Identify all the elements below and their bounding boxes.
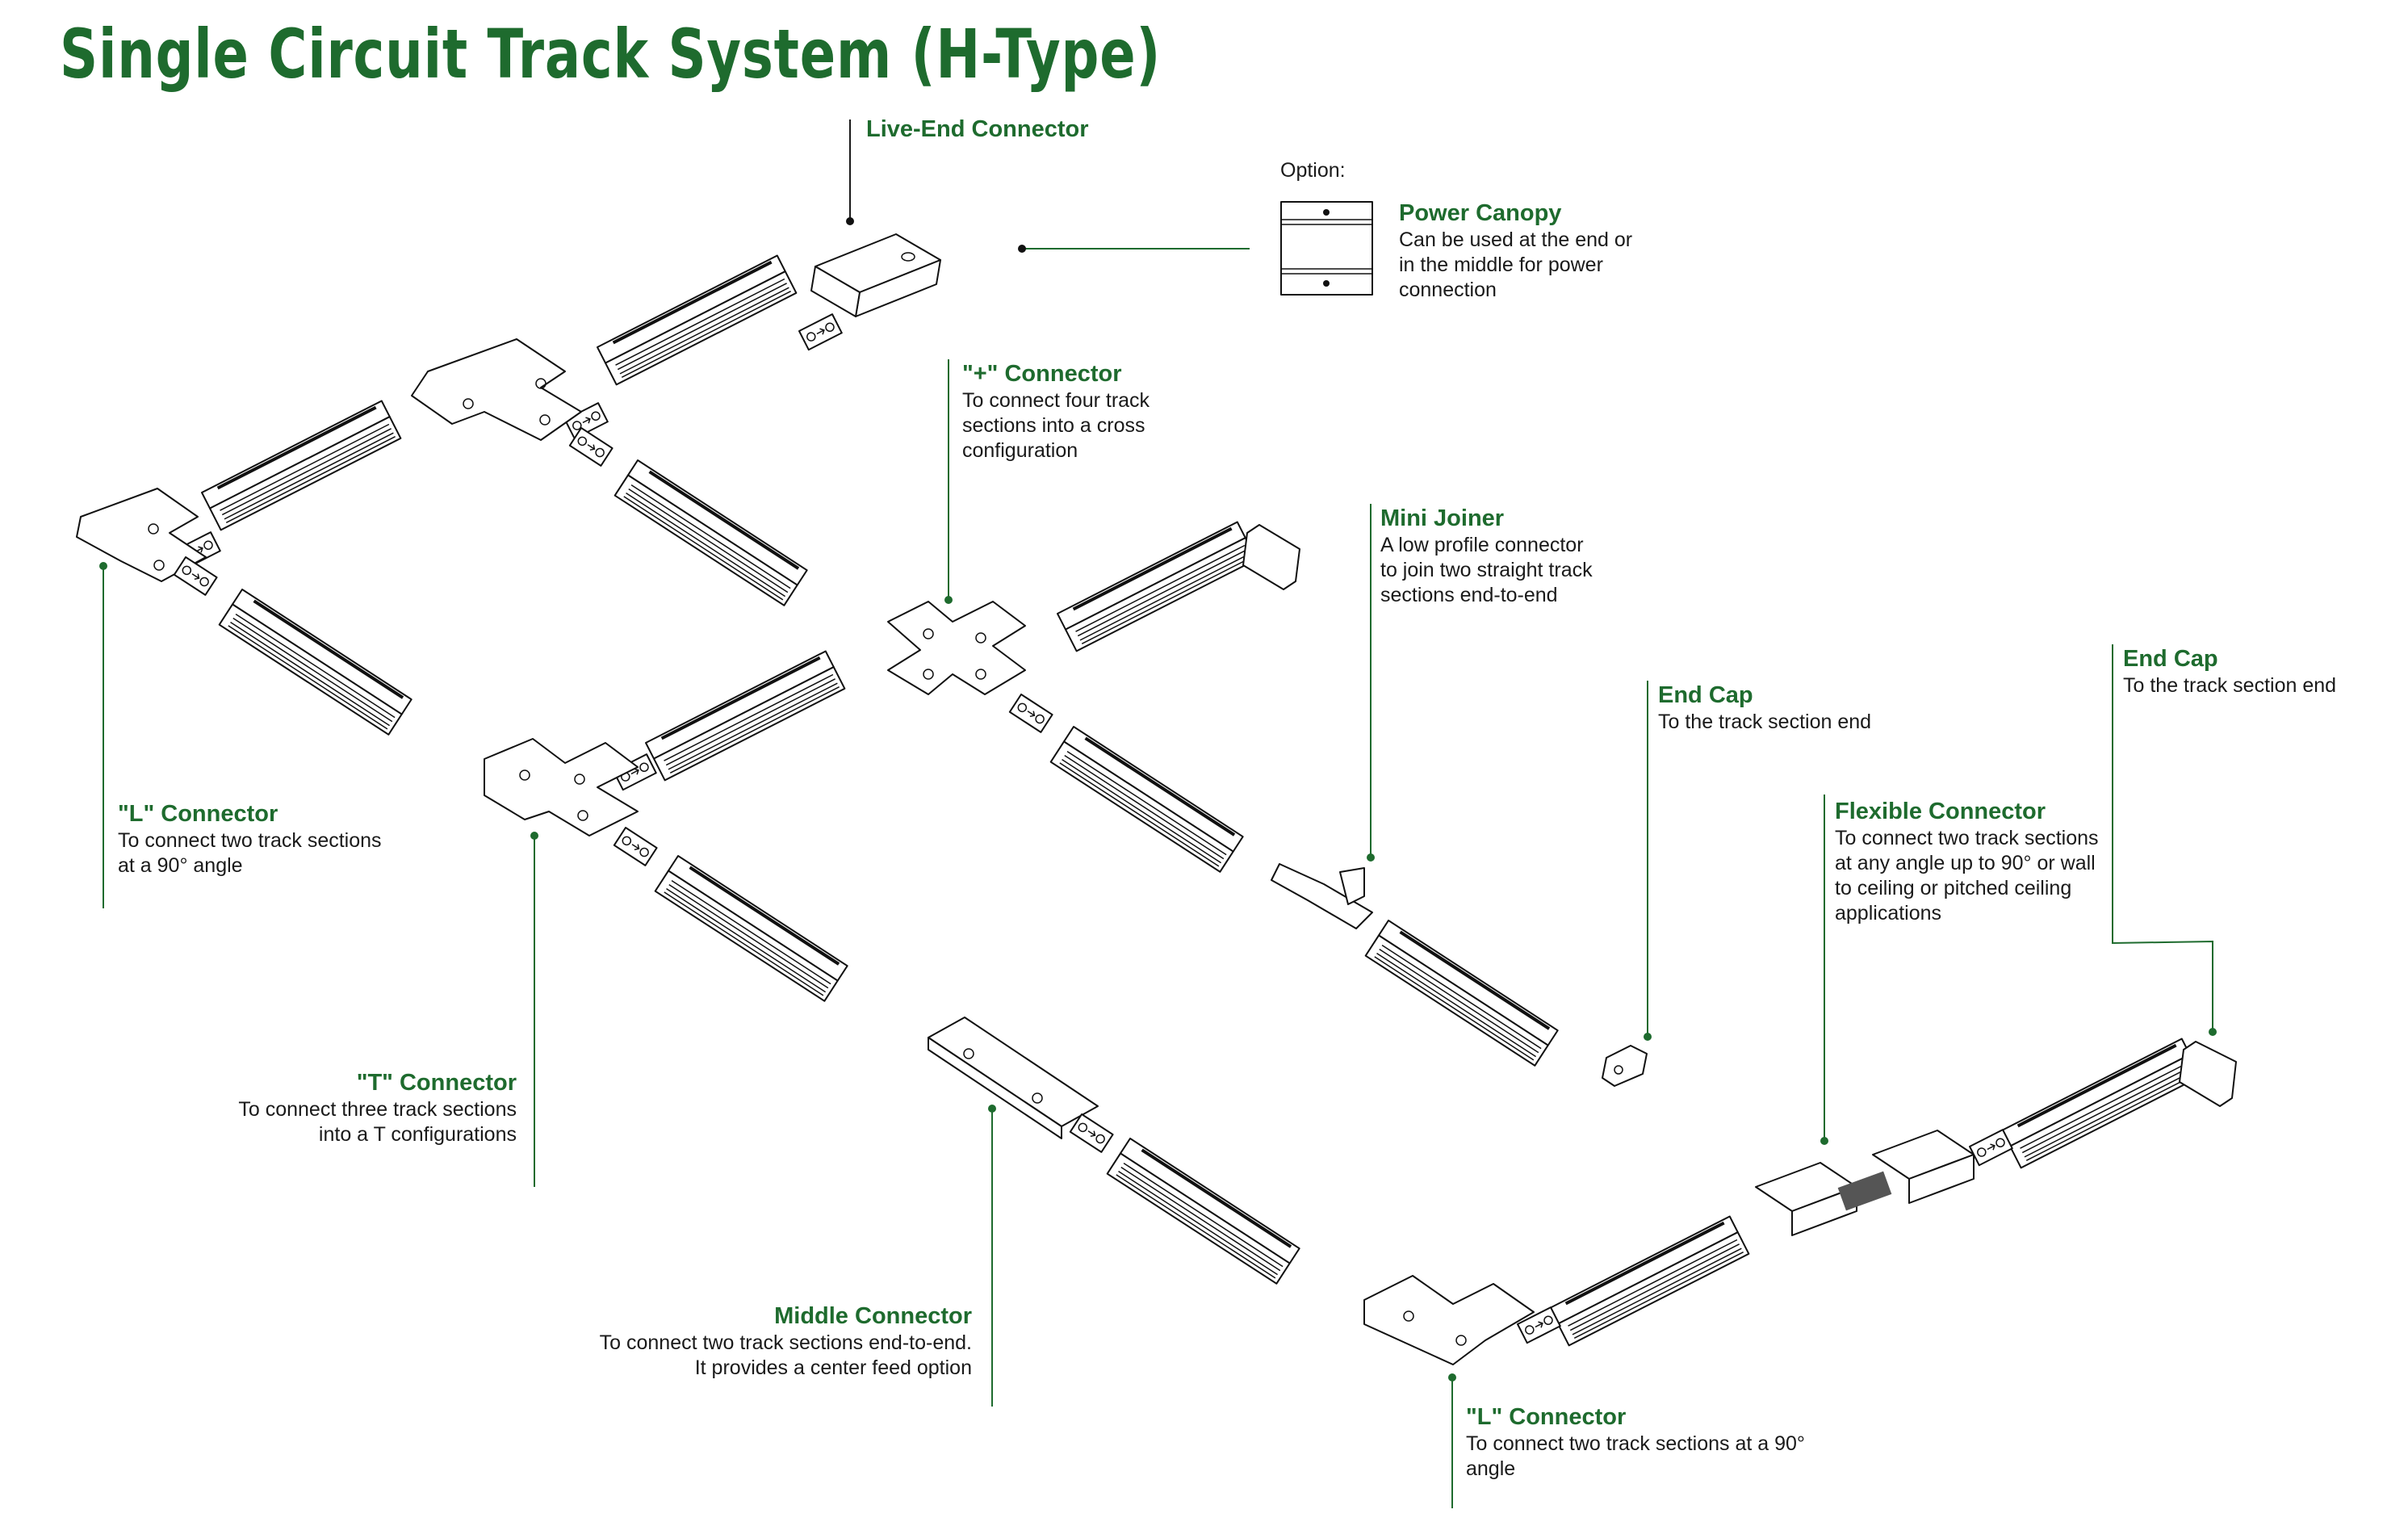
- label-flexible-connector: Flexible Connector To connect two track …: [1835, 797, 2099, 926]
- label-end-cap-2: End Cap To the track section end: [2123, 644, 2336, 698]
- flex-ribbon: [1837, 1171, 1892, 1211]
- plug: [1069, 1113, 1114, 1153]
- component-desc-line: To connect three track sections: [238, 1098, 517, 1121]
- component-desc-line: To connect two track sections: [1835, 827, 2099, 849]
- track-bottom-right-2: [2000, 1037, 2203, 1170]
- label-mini-joiner: Mini Joiner A low profile connector to j…: [1380, 504, 1593, 608]
- component-name: End Cap: [2123, 646, 2218, 672]
- component-desc-line: configuration: [962, 439, 1078, 462]
- leader-l-bottom: [1448, 1373, 1456, 1508]
- label-t-connector: "T" Connector To connect three track sec…: [238, 1068, 517, 1147]
- end-cap-upper-part: [1242, 524, 1300, 590]
- label-l-connector-left: "L" Connector To connect two track secti…: [118, 799, 382, 878]
- plus-connector-part: [887, 601, 1026, 695]
- label-power-canopy: Power Canopy Can be used at the end or i…: [1399, 199, 1632, 303]
- leader-end-cap-2: [2112, 644, 2217, 1036]
- leader-middle: [988, 1105, 996, 1407]
- track-plus-upper-right: [1056, 520, 1258, 653]
- leader-power-canopy: [1018, 245, 1250, 253]
- component-name: Mini Joiner: [1380, 505, 1505, 531]
- track-plus-lower-right: [1049, 725, 1245, 874]
- plug: [1008, 694, 1053, 733]
- component-desc-line: applications: [1835, 902, 1942, 925]
- component-desc-line: It provides a center feed option: [694, 1356, 972, 1379]
- l-connector-bottom-part: [1363, 1275, 1535, 1365]
- flexible-connector-part: [1755, 1130, 1975, 1236]
- component-desc-line: sections end-to-end: [1380, 584, 1558, 606]
- component-desc-line: sections into a cross: [962, 414, 1145, 437]
- leader-plus: [944, 359, 953, 604]
- plug: [1969, 1129, 2013, 1167]
- component-name: "L" Connector: [118, 801, 278, 827]
- plug: [613, 827, 658, 866]
- track-upper-diagonal: [613, 459, 809, 607]
- component-desc-line: in the middle for power: [1399, 254, 1603, 276]
- component-desc-line: To connect two track sections: [118, 829, 382, 852]
- track-after-mini-joiner: [1363, 919, 1560, 1067]
- track-upper-left-2: [596, 254, 798, 387]
- track-plus-lower-left: [644, 649, 847, 782]
- component-name: "+" Connector: [962, 361, 1122, 387]
- leader-flexible: [1820, 795, 1828, 1145]
- mini-joiner-part: [1271, 863, 1373, 929]
- leader-t: [530, 832, 538, 1187]
- leader-live-end: [846, 119, 854, 225]
- component-desc-line: to join two straight track: [1380, 559, 1593, 581]
- component-name: Power Canopy: [1399, 200, 1562, 226]
- label-end-cap-1: End Cap To the track section end: [1658, 681, 1871, 735]
- component-desc-line: Can be used at the end or: [1399, 229, 1633, 251]
- component-desc-line: To the track section end: [1658, 711, 1872, 733]
- component-name: End Cap: [1658, 682, 1753, 708]
- component-desc-line: To the track section end: [2123, 674, 2337, 697]
- leader-mini-joiner: [1367, 504, 1375, 862]
- leader-end-cap-1: [1644, 681, 1652, 1041]
- component-name: "T" Connector: [356, 1070, 517, 1096]
- plug: [798, 313, 843, 351]
- l-connector-left-part: [76, 488, 207, 582]
- component-desc-line: at any angle up to 90° or wall: [1835, 852, 2096, 874]
- component-name: Flexible Connector: [1835, 799, 2046, 824]
- label-middle-connector: Middle Connector To connect two track se…: [600, 1302, 972, 1381]
- component-desc-line: to ceiling or pitched ceiling: [1835, 877, 2072, 899]
- label-plus-connector: "+" Connector To connect four track sect…: [962, 359, 1150, 463]
- leader-l-left: [99, 562, 107, 908]
- component-desc-line: at a 90° angle: [118, 854, 243, 877]
- t-connector-middle-part: [484, 738, 639, 836]
- component-name: "L" Connector: [1466, 1404, 1627, 1430]
- component-desc-line: To connect four track: [962, 389, 1150, 412]
- component-desc-line: To connect two track sections end-to-end…: [599, 1331, 972, 1354]
- component-name: Live-End Connector: [866, 116, 1089, 142]
- t-connector-top-part: [411, 338, 582, 441]
- component-name: Middle Connector: [774, 1303, 972, 1329]
- option-label: Option:: [1280, 159, 1346, 182]
- component-desc-line: To connect two track sections at a 90°: [1466, 1432, 1805, 1455]
- power-canopy-part: [1280, 201, 1373, 296]
- track-left-diagonal: [217, 588, 413, 736]
- end-cap-small-part: [1602, 1045, 1648, 1087]
- track-t-lower: [653, 854, 849, 1003]
- component-desc-line: connection: [1399, 279, 1497, 301]
- component-desc-line: angle: [1466, 1457, 1516, 1480]
- label-l-connector-bottom: "L" Connector To connect two track secti…: [1466, 1403, 1805, 1482]
- page-title: Single Circuit Track System (H-Type): [60, 15, 1162, 94]
- live-end-connector-part: [810, 233, 941, 317]
- end-cap-right-part: [2179, 1041, 2237, 1107]
- middle-connector-part: [928, 1017, 1099, 1139]
- component-desc-line: A low profile connector: [1380, 534, 1584, 556]
- label-live-end-connector: Live-End Connector: [866, 115, 1089, 144]
- track-bottom-right-1: [1548, 1214, 1751, 1348]
- component-desc-line: into a T configurations: [318, 1123, 517, 1146]
- track-upper-left-1: [200, 399, 403, 532]
- track-middle-lower: [1105, 1137, 1301, 1285]
